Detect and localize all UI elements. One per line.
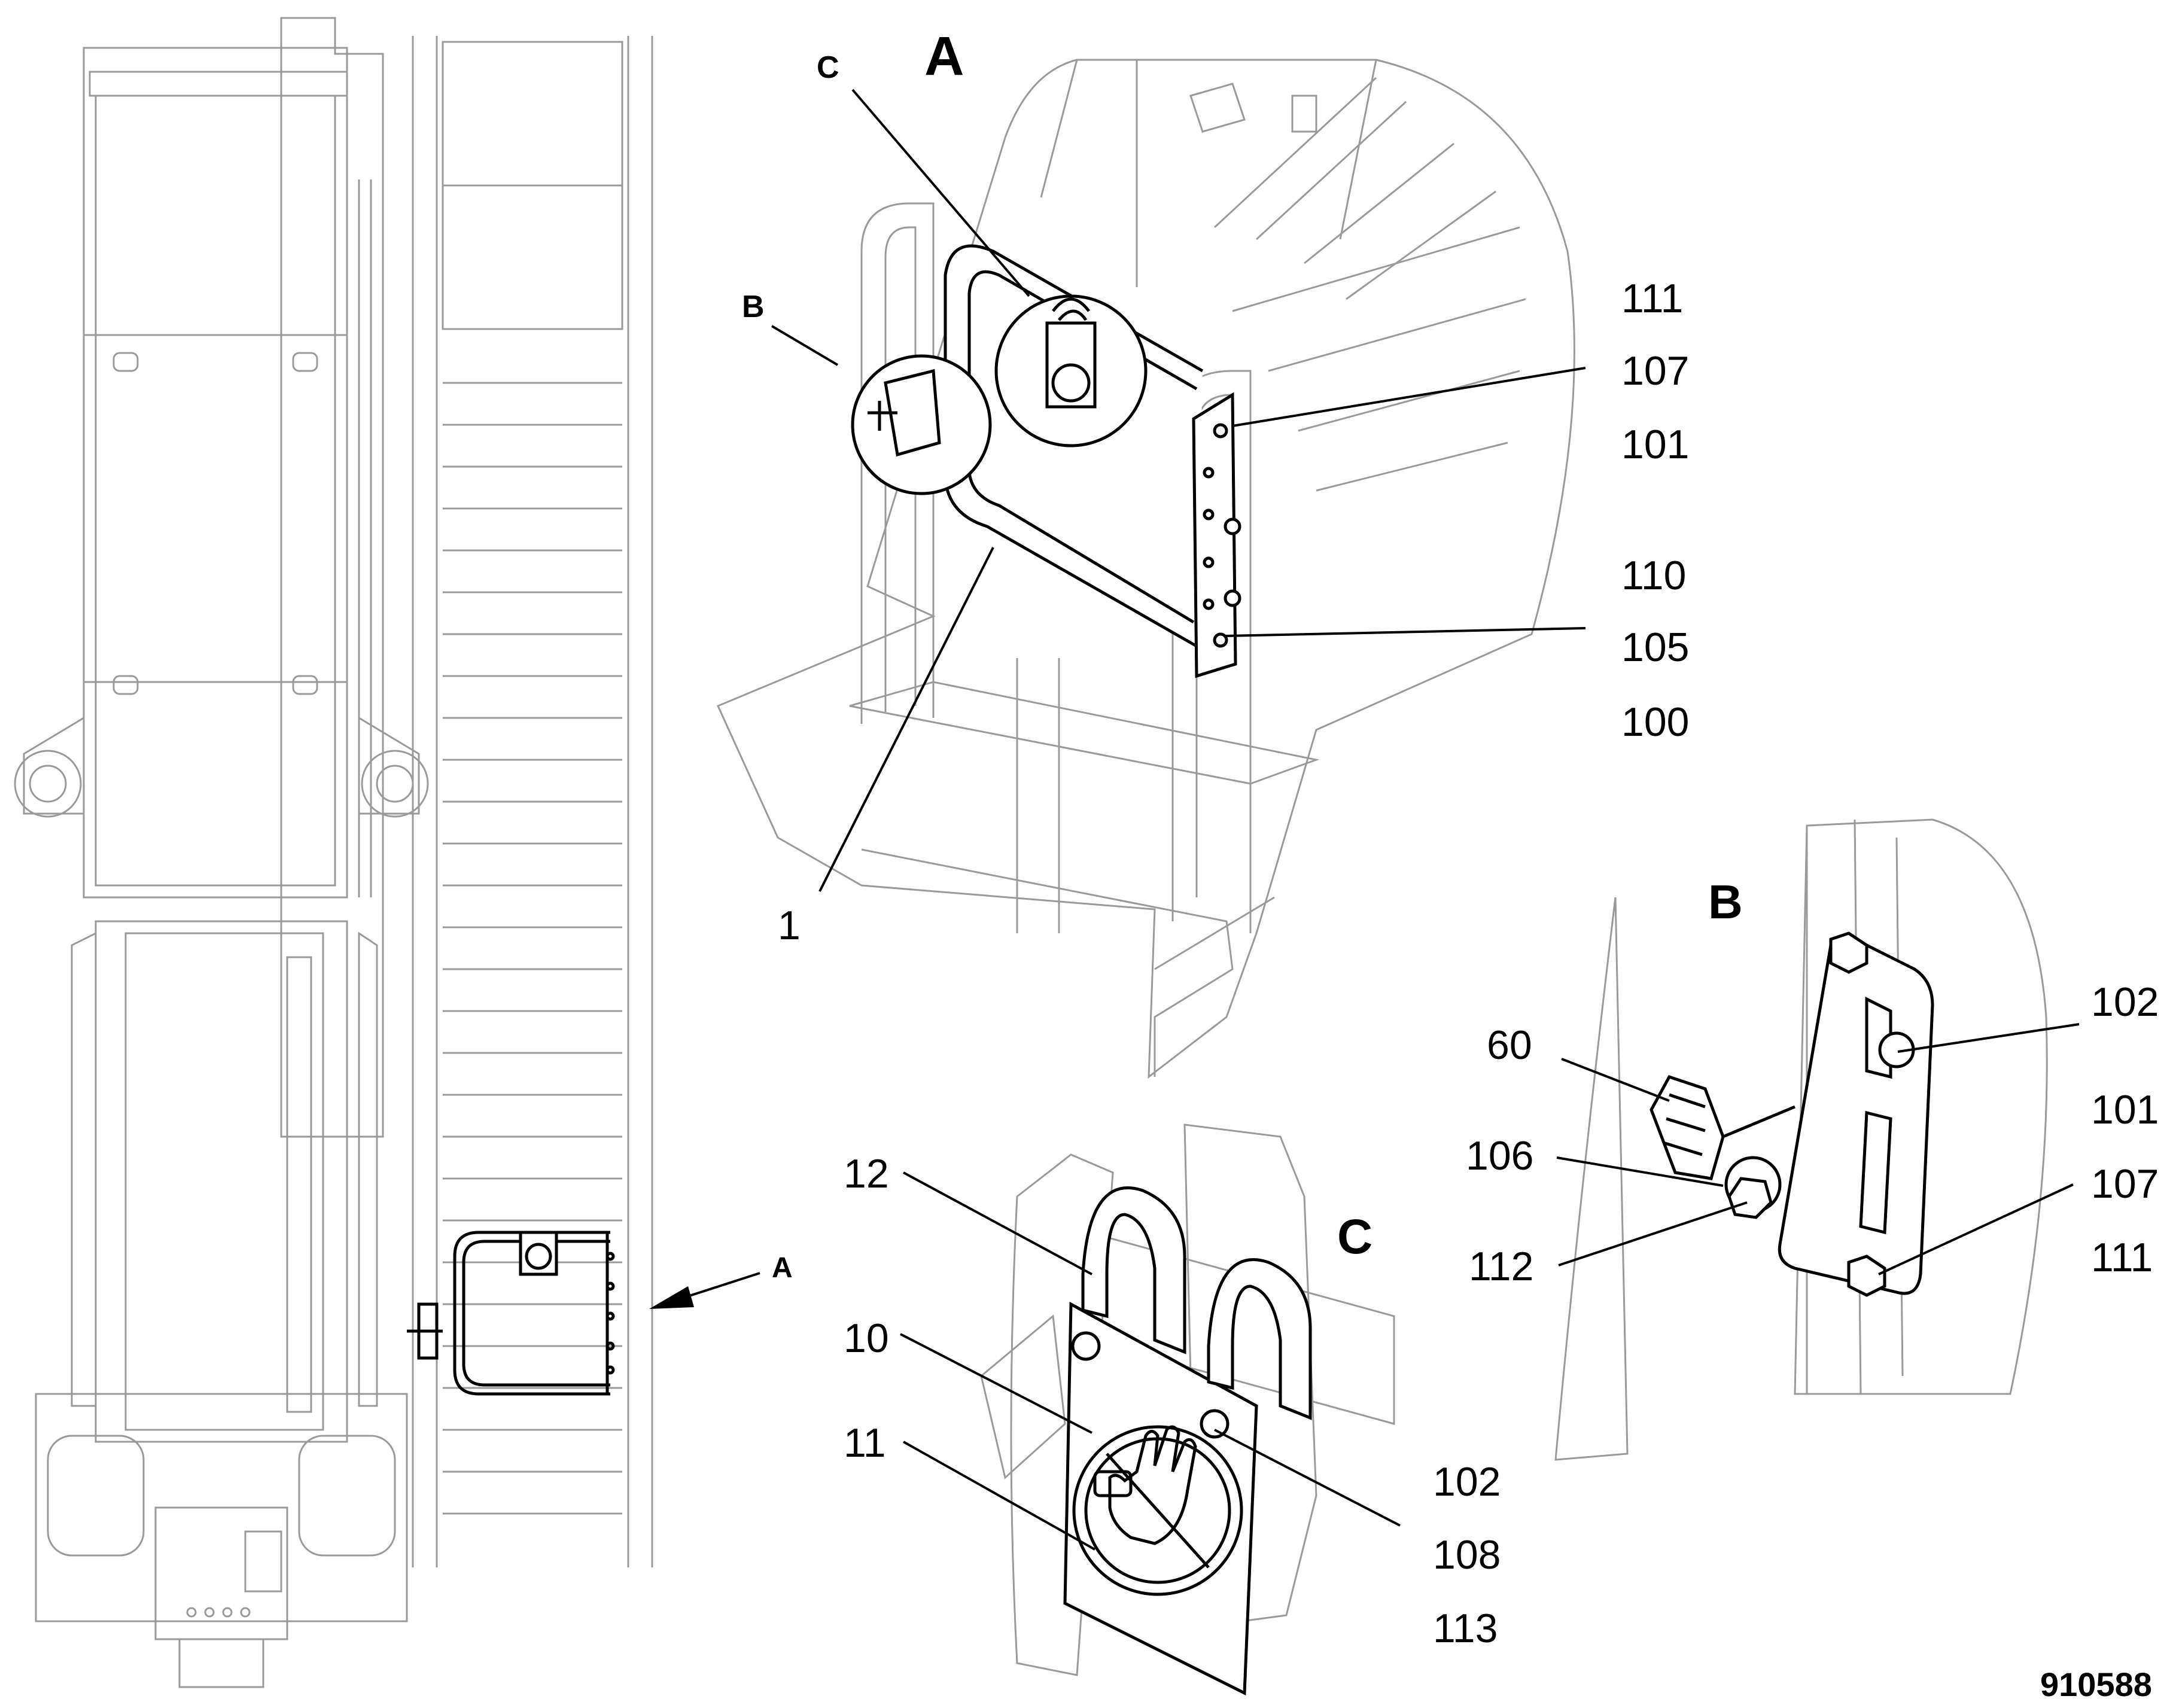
overview-arrow-a: A [649, 1252, 793, 1309]
view-a: A C B 111 107 101 110 105 100 1 [716, 26, 1689, 1079]
callout-11-c: 11 [844, 1420, 886, 1466]
drawing-number: 910588 [2040, 1666, 2152, 1703]
callout-112-b: 112 [1469, 1244, 1533, 1289]
view-a-title: A [924, 26, 964, 87]
callout-111-b: 111 [2091, 1235, 2153, 1280]
callout-12-c: 12 [844, 1151, 889, 1196]
overview-gate [407, 1231, 615, 1396]
view-c-title: C [1337, 1210, 1372, 1264]
callout-113-c: 113 [1433, 1606, 1498, 1651]
overview-ladder-rungs [443, 382, 622, 1515]
callout-105-a: 105 [1621, 625, 1689, 670]
view-a-ref-c: C [817, 50, 839, 85]
callout-107-a: 107 [1621, 348, 1689, 394]
callout-101-a: 101 [1621, 422, 1689, 467]
callout-110-a: 110 [1621, 553, 1686, 598]
callout-101-b: 101 [2091, 1087, 2159, 1132]
view-b-title: B [1708, 875, 1743, 928]
callout-60-b: 60 [1487, 1022, 1532, 1068]
callout-107-b: 107 [2091, 1161, 2159, 1207]
callout-100-a: 100 [1621, 699, 1689, 745]
callout-106-b: 106 [1466, 1133, 1533, 1179]
view-b: B 102 60 101 106 107 112 111 [1466, 818, 2159, 1461]
callout-108-c: 108 [1433, 1532, 1501, 1578]
callout-10-c: 10 [844, 1316, 889, 1361]
overview-ref-a: A [772, 1252, 793, 1284]
callout-111-a: 111 [1621, 276, 1683, 321]
hand-prohibition-icon [1108, 1425, 1197, 1545]
callout-102-b: 102 [2091, 979, 2159, 1025]
callout-1-a: 1 [778, 903, 801, 948]
view-c: C 12 10 11 102 108 113 [844, 1124, 1501, 1695]
overview-mast [14, 17, 653, 1688]
view-a-ref-b: B [742, 290, 765, 324]
callout-102-c: 102 [1433, 1459, 1501, 1505]
